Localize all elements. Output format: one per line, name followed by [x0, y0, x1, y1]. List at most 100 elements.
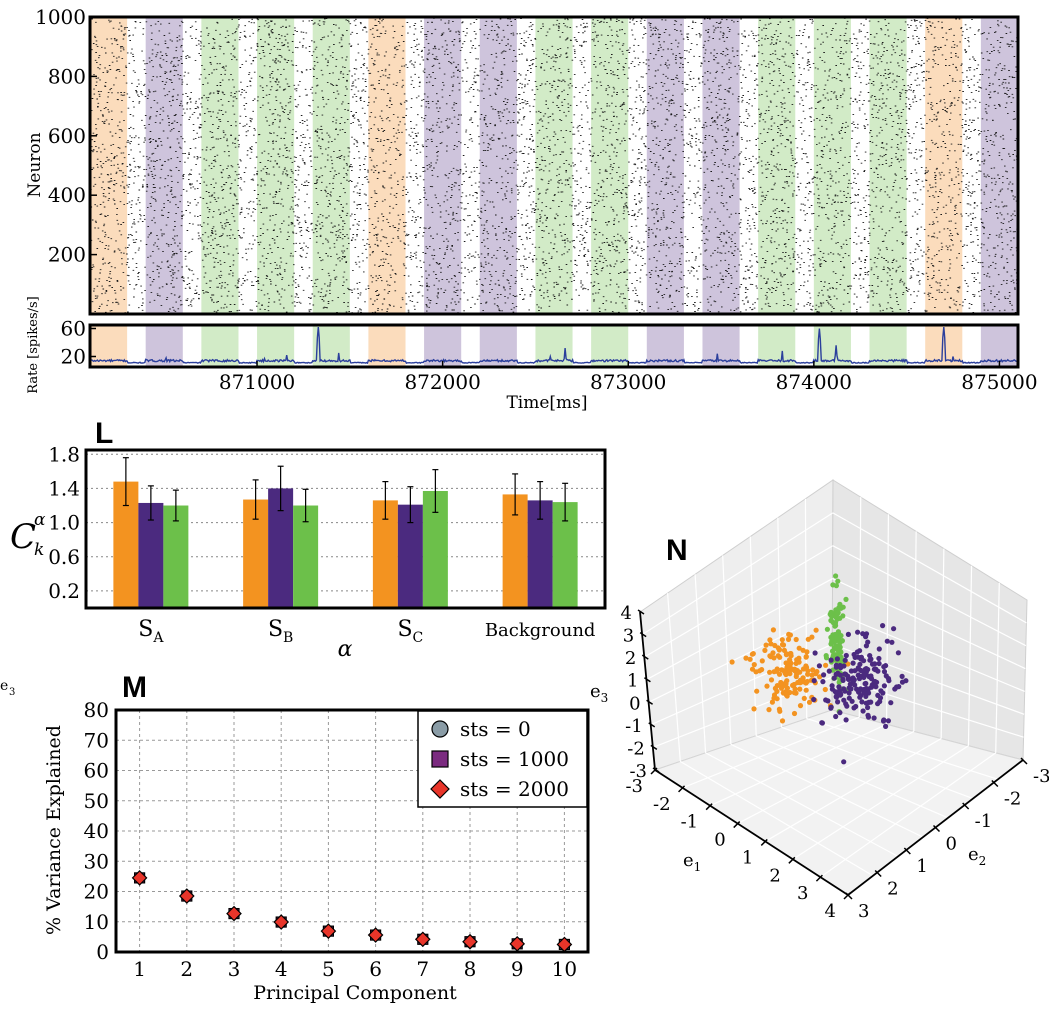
pane-left-grid-h-4	[648, 610, 833, 703]
scatter3d-point-2-48	[862, 681, 868, 687]
axis-e2-tick-1	[991, 779, 999, 788]
scatter3d-point-2-140	[828, 704, 834, 710]
pca-legend-marker-1	[431, 750, 449, 768]
scatter3d-point-0-82	[778, 679, 784, 686]
scatter3d-point-2-57	[857, 648, 863, 654]
scatter3d-point-2-100	[837, 710, 843, 716]
cropped-e3-sub: 3	[9, 687, 15, 698]
scatter3d-point-2-148	[885, 676, 892, 682]
scatter3d-point-0-136	[775, 653, 781, 659]
pca-chart-xlabel: Principal Component	[253, 982, 457, 1004]
scatter3d-point-2-134	[880, 718, 887, 724]
scatter3d-point-0-10	[797, 703, 804, 709]
pca-xtick-label-7: 7	[416, 957, 429, 981]
scatter3d-point-0-129	[783, 671, 789, 678]
scatter3d-point-2-177	[876, 646, 882, 652]
scatter3d-point-0-149	[787, 657, 793, 663]
scatter3d-point-1-45	[828, 634, 834, 641]
scatter3d-point-2-30	[899, 679, 906, 685]
scatter3d-point-2-156	[837, 692, 843, 698]
bar-xtick-label-3: Background	[485, 620, 596, 641]
bar-xtick-sub-0: A	[152, 630, 164, 646]
axis-e1-tick-label-2: -1	[681, 812, 699, 833]
axis-z-tick-label-3: 0	[629, 693, 640, 714]
pca-xtick-label-6: 6	[369, 957, 382, 981]
scatter3d-point-2-63	[811, 678, 817, 684]
bar-xtick-main-3: Background	[485, 620, 596, 641]
scatter3d-point-2-95	[895, 650, 902, 656]
scatter3d-point-2-161	[841, 663, 847, 669]
scatter3d-point-0-122	[845, 661, 851, 667]
raster-ytick-label-400: 400	[48, 183, 86, 207]
scatter3d-point-2-74	[843, 701, 849, 707]
axis-e1-tick-label-3: 0	[714, 830, 725, 851]
axis-e1-tick-6	[815, 874, 823, 882]
scatter3d-point-0-144	[766, 707, 772, 713]
pane-left-grid-v-3	[722, 555, 732, 745]
scatter3d-point-0-143	[786, 631, 792, 638]
pca-xtick-label-2: 2	[180, 957, 193, 981]
rate-xlabel: Time[ms]	[506, 393, 587, 413]
scatter3d-point-0-128	[777, 708, 783, 714]
axis-e2-tick-label-5: 2	[887, 879, 898, 900]
bar-chart-bars	[113, 457, 578, 608]
rate-xtick-label-874000: 874000	[776, 370, 852, 394]
scatter3d-point-2-157	[865, 712, 871, 718]
axis-e2-label-main: e	[968, 844, 979, 865]
scatter3d-point-0-39	[813, 627, 819, 633]
scatter3d-point-0-28	[751, 662, 757, 668]
scatter3d-point-2-31	[828, 657, 834, 663]
scatter3d-point-2-24	[841, 759, 847, 765]
scatter3d-point-0-118	[747, 656, 753, 662]
pane-floor-grid-a-2	[705, 752, 899, 857]
axis-e1-label-sub: 1	[694, 860, 702, 874]
pane-left-grid-v-2	[694, 574, 707, 753]
pane-left-grid-h-5	[650, 643, 833, 726]
pane-right-grid-h-2	[832, 545, 1027, 647]
bar-xtick-sub-2: C	[413, 630, 424, 646]
scatter3d-point-0-117	[774, 696, 780, 702]
scatter3d-point-0-44	[810, 667, 816, 673]
pane-right-grid-v-3	[913, 531, 917, 732]
axis-e1-tick-label-6: 3	[797, 883, 808, 904]
scatter3d-point-0-109	[781, 647, 788, 654]
scatter3d-point-1-65	[833, 573, 839, 579]
pca-legend-label-0: sts = 0	[460, 717, 531, 741]
pca-point-2-1	[178, 888, 195, 904]
scatter3d-point-2-79	[872, 661, 878, 667]
scatter3d-point-2-151	[861, 658, 867, 664]
scatter3d-point-0-127	[791, 690, 797, 696]
axis-e1-tick-7	[843, 892, 851, 900]
axis-e3-label-sub: 3	[601, 691, 609, 705]
rate-xtick-label-871000: 871000	[219, 370, 295, 394]
raster-band-13	[813, 17, 851, 314]
scatter3d-point-2-49	[816, 663, 823, 669]
scatter3d-point-2-174	[867, 653, 873, 659]
scatter3d-point-2-42	[896, 684, 902, 690]
scatter3d-point-2-171	[820, 679, 826, 685]
pane-right-grid-h-3	[832, 578, 1026, 670]
axis-e2-label: e2	[968, 844, 986, 868]
scatter3d-point-0-138	[774, 683, 780, 689]
scatter3d-point-2-80	[891, 626, 897, 632]
scatter3d-point-0-132	[787, 663, 793, 669]
pca-point-2-4	[320, 923, 337, 939]
scatter3d-point-0-6	[743, 655, 749, 661]
scatter3d-point-0-99	[774, 688, 780, 695]
bar-xtick-main-2: S	[397, 617, 412, 642]
axis-e1-tick-5	[788, 856, 796, 864]
pca-legend-marker-2	[430, 779, 450, 799]
scatter3d-point-2-173	[833, 694, 839, 700]
scatter3d-point-0-35	[787, 689, 793, 696]
pane-floor-grid-b-6	[820, 752, 997, 878]
scatter3d-point-0-114	[797, 686, 803, 692]
pca-legend-label-2: sts = 2000	[460, 777, 569, 801]
axis-e2-tick-3	[932, 824, 941, 833]
scatter3d-point-2-150	[851, 651, 857, 658]
scatter3d-point-2-25	[843, 652, 849, 659]
scatter3d-point-0-67	[779, 641, 786, 648]
